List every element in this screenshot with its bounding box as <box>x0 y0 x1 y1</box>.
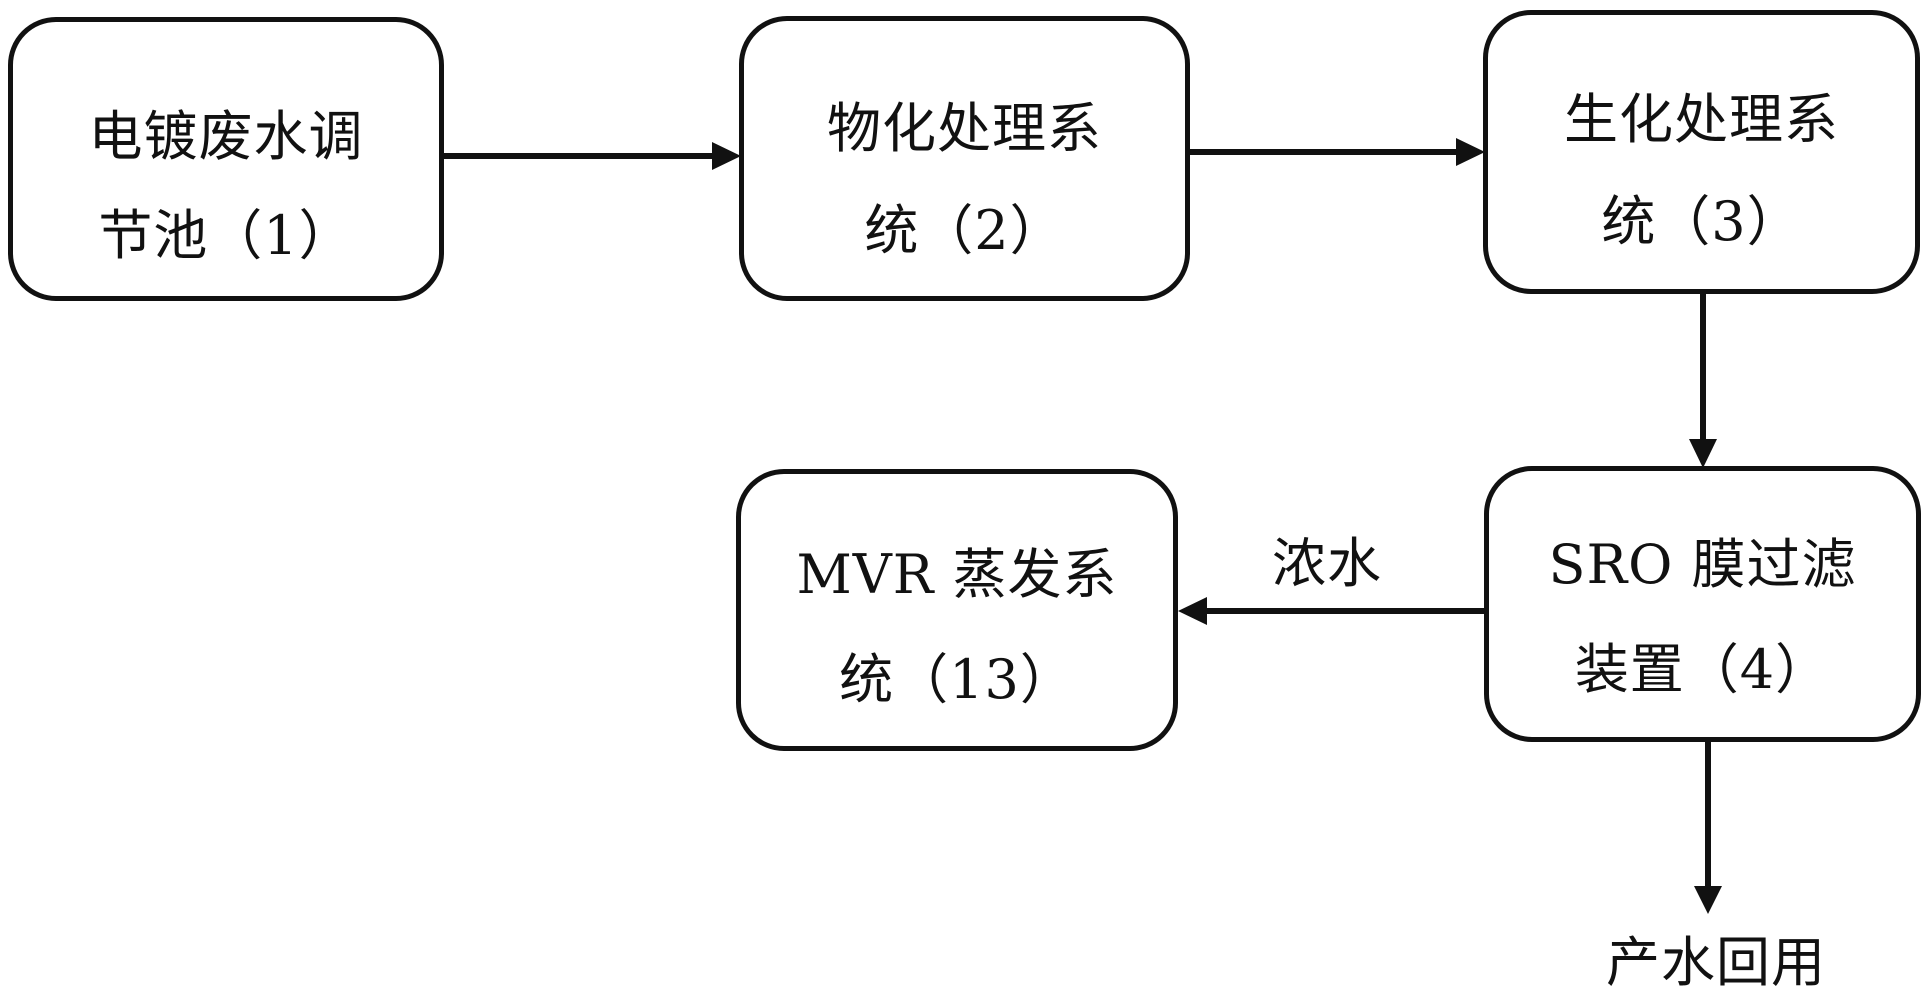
node-label-line1: SRO 膜过滤 <box>1548 533 1857 596</box>
node-biochemical-system: 生化处理系 统（3） <box>1483 10 1920 294</box>
node-mvr-evaporation-system: MVR 蒸发系 统（13） <box>736 469 1178 751</box>
node-label-line2: 统（13） <box>839 648 1075 711</box>
node-label-line1: 生化处理系 <box>1564 88 1839 151</box>
arrow-physicochemical-to-biochemical <box>1190 138 1485 166</box>
node-physicochemical-system: 物化处理系 统（2） <box>739 16 1190 301</box>
node-equalization-tank: 电镀废水调 节池（1） <box>8 17 444 301</box>
node-label-line2: 统（3） <box>1601 190 1802 253</box>
node-label-line1: 物化处理系 <box>827 97 1102 160</box>
arrow-biochemical-to-sro <box>1689 294 1717 468</box>
node-label-line2: 装置（4） <box>1574 638 1831 701</box>
node-sro-membrane-filter: SRO 膜过滤 装置（4） <box>1484 466 1921 742</box>
arrow-sro-to-mvr <box>1178 597 1484 625</box>
node-label-line2: 节池（1） <box>98 204 354 267</box>
node-label-line2: 统（2） <box>864 199 1065 262</box>
edge-label-product-reuse: 产水回用 <box>1606 931 1826 994</box>
node-label-line1: 电镀废水调 <box>88 105 364 168</box>
arrow-sro-to-reuse <box>1694 742 1722 914</box>
node-label-line1: MVR 蒸发系 <box>796 543 1118 606</box>
arrow-equalization-to-physicochemical <box>444 142 741 170</box>
edge-label-concentrate: 浓水 <box>1272 532 1382 595</box>
